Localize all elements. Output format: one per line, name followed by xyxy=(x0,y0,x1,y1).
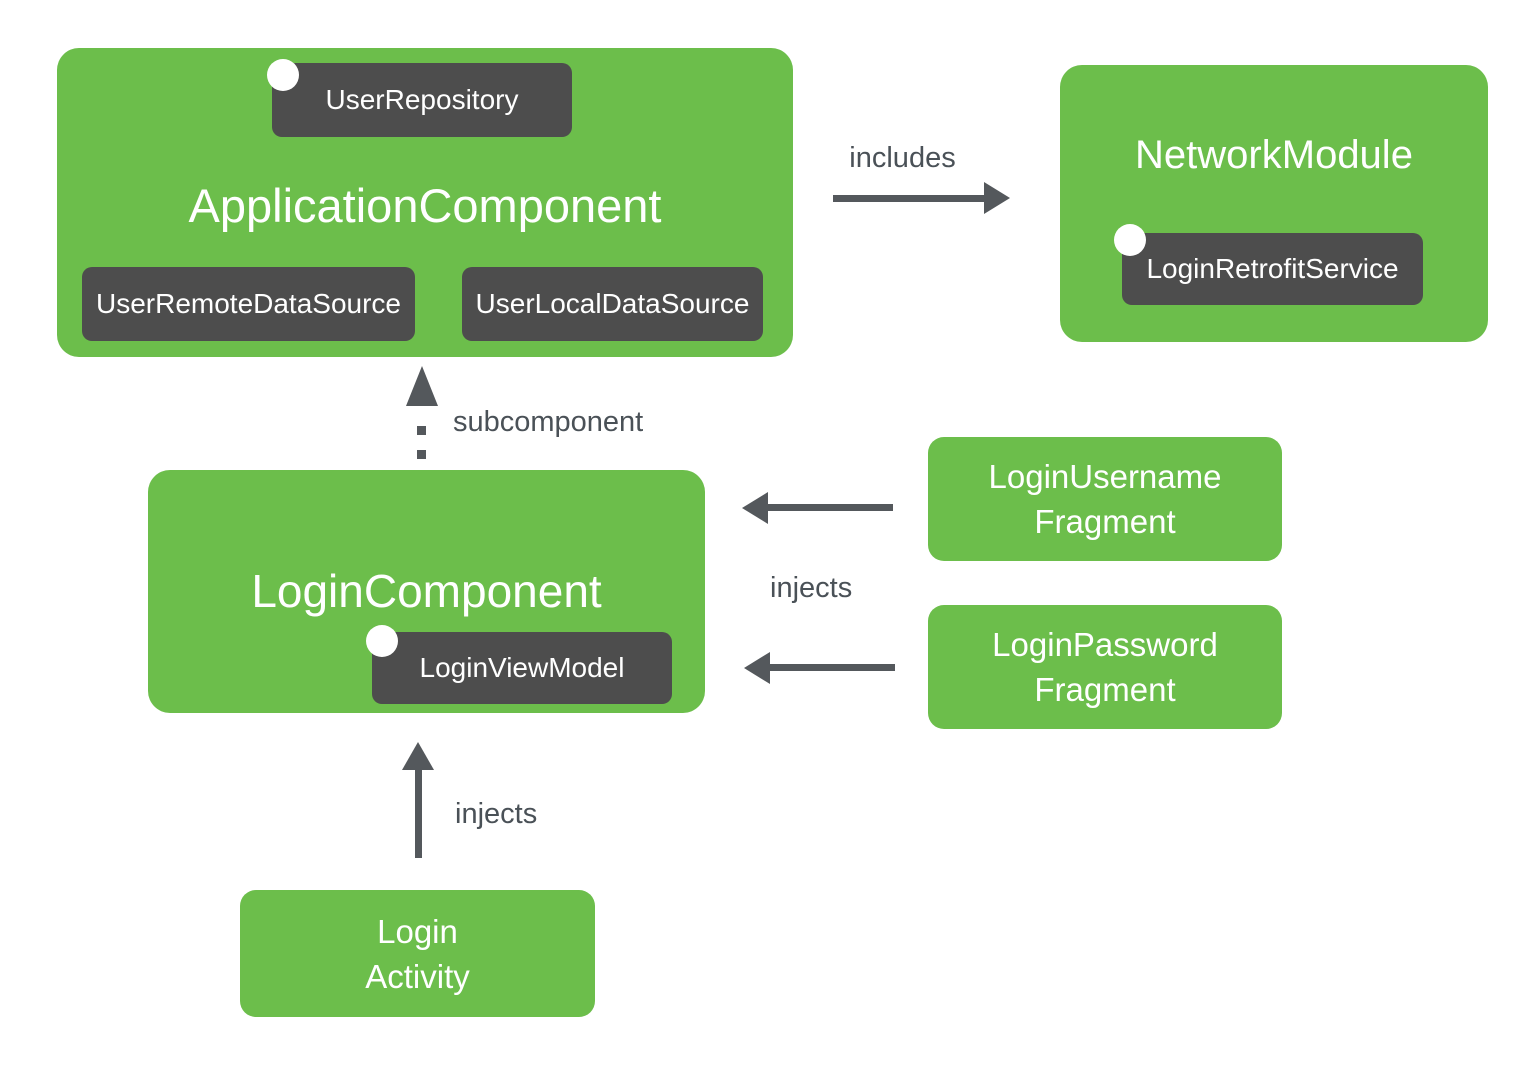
edge-subcomponent-dash xyxy=(417,450,426,459)
login-activity-line1: Login xyxy=(377,912,458,950)
edge-injects-username-arrowhead-icon xyxy=(742,492,768,524)
application-component-title: ApplicationComponent xyxy=(188,179,662,232)
provision-dot-icon xyxy=(267,59,299,91)
edge-injects-username-arrow-shaft xyxy=(768,504,893,511)
login-password-fragment-line2: Fragment xyxy=(1034,671,1176,708)
login-view-model-label: LoginViewModel xyxy=(419,652,625,683)
network-module-title: NetworkModule xyxy=(1135,133,1413,177)
edge-injects-activity-arrow-shaft xyxy=(415,768,422,858)
edge-injects-activity-arrowhead-icon xyxy=(402,742,434,770)
login-username-fragment-line1: LoginUsername xyxy=(988,458,1222,495)
badge-login-view-model: LoginViewModel xyxy=(372,632,672,704)
edge-subcomponent-dash xyxy=(417,426,426,435)
user-local-data-source-label: UserLocalDataSource xyxy=(475,288,750,319)
edge-injects-password-arrowhead-icon xyxy=(744,652,770,684)
login-component-title: LoginComponent xyxy=(251,565,602,617)
edge-includes-arrow-shaft xyxy=(833,195,986,202)
provision-dot-icon xyxy=(366,625,398,657)
login-password-fragment-line1: LoginPassword xyxy=(992,626,1218,663)
login-username-fragment-line2: Fragment xyxy=(1034,503,1176,540)
badge-login-retrofit-service: LoginRetrofitService xyxy=(1122,233,1423,305)
node-login-activity: Login Activity xyxy=(240,890,595,1017)
edge-injects-fragments-label: injects xyxy=(770,571,853,604)
edge-subcomponent-arrowhead-icon xyxy=(406,366,438,406)
badge-user-local-data-source: UserLocalDataSource xyxy=(462,267,763,341)
provision-dot-icon xyxy=(1114,224,1146,256)
user-remote-data-source-label: UserRemoteDataSource xyxy=(95,288,402,319)
login-retrofit-service-label: LoginRetrofitService xyxy=(1146,253,1399,284)
edge-injects-password-arrow-shaft xyxy=(770,664,895,671)
user-repository-label: UserRepository xyxy=(325,84,519,115)
node-login-username-fragment: LoginUsername Fragment xyxy=(928,437,1282,561)
edge-injects-activity-label: injects xyxy=(455,797,538,830)
edge-includes-arrowhead-icon xyxy=(984,182,1010,214)
edge-includes-label: includes xyxy=(849,141,956,174)
badge-user-repository: UserRepository xyxy=(272,63,572,137)
login-activity-line2: Activity xyxy=(365,957,470,995)
badge-user-remote-data-source: UserRemoteDataSource xyxy=(82,267,415,341)
edge-subcomponent-label: subcomponent xyxy=(453,405,644,438)
node-login-password-fragment: LoginPassword Fragment xyxy=(928,605,1282,729)
